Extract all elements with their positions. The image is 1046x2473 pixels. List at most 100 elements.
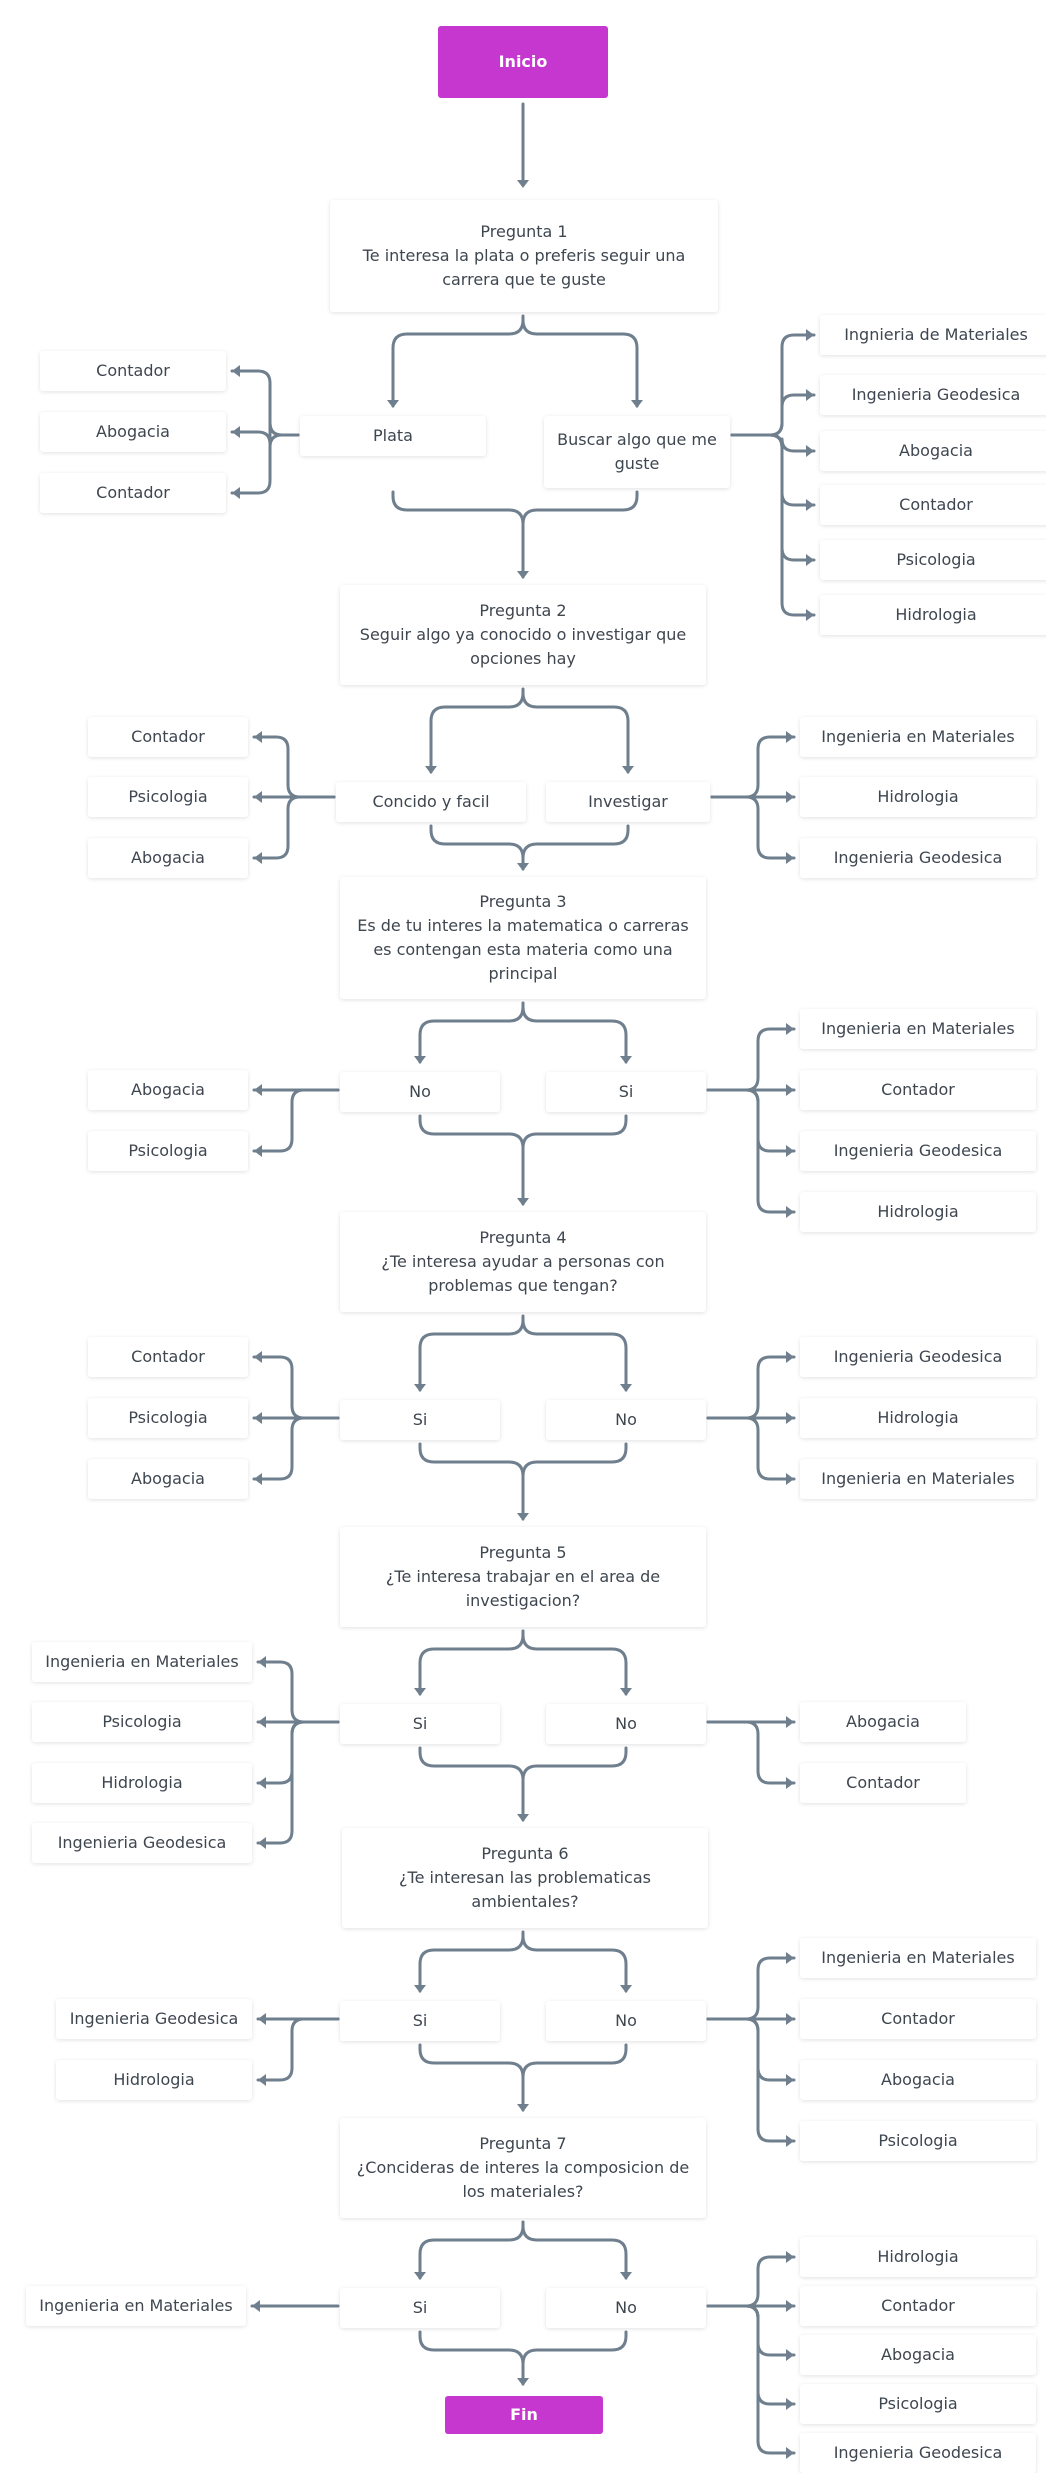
q3-right-fan-arrow-0 — [786, 1023, 794, 1035]
q6-left-result-1: Hidrologia — [56, 2060, 252, 2100]
q4-split-right-arrow — [620, 1384, 632, 1392]
q1-right-result-4: Psicologia — [820, 540, 1046, 580]
q5-choice-right: No — [546, 1704, 706, 1744]
q1-split-left-arrow — [387, 400, 399, 408]
q3-merge-right — [521, 1114, 628, 1150]
q3-right-result-1: Contador — [800, 1070, 1036, 1110]
q7-split-left — [418, 2220, 525, 2280]
q5-left-fan-link-0 — [256, 1660, 340, 1724]
q7-merge-arrow — [517, 2378, 529, 2386]
q3-left-result-1: Psicologia — [88, 1131, 248, 1171]
q2-left-fan-arrow-2 — [254, 852, 262, 864]
q6-right-result-3: Psicologia — [800, 2121, 1036, 2161]
q7-right-fan-arrow-0 — [786, 2251, 794, 2263]
q4-right-fan-arrow-0 — [786, 1351, 794, 1363]
q2-right-result-1: Hidrologia — [800, 777, 1036, 817]
question-7: Pregunta 7 ¿Concideras de interes la com… — [340, 2118, 706, 2218]
q1-left-result-0: Contador — [40, 351, 226, 391]
q2-split-right — [521, 691, 630, 774]
q3-right-fan-link-3 — [706, 1088, 796, 1214]
q1-right-result-2: Abogacia — [820, 431, 1046, 471]
q6-right-result-1: Contador — [800, 1999, 1036, 2039]
q4-right-fan-link-0 — [706, 1355, 796, 1420]
q7-right-fan-link-0 — [706, 2255, 796, 2308]
q7-right-result-4: Ingenieria Geodesica — [800, 2433, 1036, 2473]
q6-right-result-0: Ingenieria en Materiales — [800, 1938, 1036, 1978]
q1-left-result-2: Contador — [40, 473, 226, 513]
q3-right-result-3: Hidrologia — [800, 1192, 1036, 1232]
q2-choice-right: Investigar — [546, 782, 710, 822]
q3-split-left-arrow — [414, 1056, 426, 1064]
q2-right-fan-arrow-1 — [786, 791, 794, 803]
q3-right-fan-link-2 — [706, 1088, 796, 1153]
q4-left-result-0: Contador — [88, 1337, 248, 1377]
q4-split-left-arrow — [414, 1384, 426, 1392]
q5-left-fan-arrow-1 — [258, 1716, 266, 1728]
q6-left-fan-arrow-1 — [258, 2074, 266, 2086]
q1-merge-arrow — [517, 571, 529, 579]
q3-left-result-0: Abogacia — [88, 1070, 248, 1110]
q1-choice-right: Buscar algo que me guste — [544, 416, 730, 488]
q6-right-fan-arrow-3 — [786, 2135, 794, 2147]
q5-split-left-arrow — [414, 1688, 426, 1696]
q1-choice-left: Plata — [300, 416, 486, 456]
q1-split-right — [521, 318, 639, 408]
q7-choice-right: No — [546, 2288, 706, 2328]
q1-right-result-1: Ingenieria Geodesica — [820, 375, 1046, 415]
q7-left-fan-arrow-0 — [252, 2300, 260, 2312]
q7-merge-right — [521, 2330, 628, 2366]
q2-choice-left: Concido y facil — [336, 782, 526, 822]
q5-split-left — [418, 1629, 525, 1696]
q7-merge-left — [418, 2330, 525, 2386]
q6-merge-left — [418, 2043, 525, 2112]
question-6: Pregunta 6 ¿Te interesan las problematic… — [342, 1828, 708, 1928]
q4-left-fan-arrow-0 — [254, 1351, 262, 1363]
q6-left-result-0: Ingenieria Geodesica — [56, 1999, 252, 2039]
q7-split-right-arrow — [620, 2272, 632, 2280]
q6-split-left-arrow — [414, 1985, 426, 1993]
q2-split-right-arrow — [622, 766, 634, 774]
q3-left-fan-arrow-1 — [254, 1145, 262, 1157]
q6-right-fan-arrow-0 — [786, 1952, 794, 1964]
q6-right-fan-link-2 — [706, 2017, 796, 2082]
q5-left-fan-arrow-0 — [258, 1656, 266, 1668]
q7-right-fan-arrow-2 — [786, 2349, 794, 2361]
q1-right-fan-link-2 — [730, 433, 816, 453]
q3-split-right-arrow — [620, 1056, 632, 1064]
q6-right-fan-link-0 — [706, 1956, 796, 2021]
q6-choice-right: No — [546, 2001, 706, 2041]
q1-right-fan-arrow-5 — [806, 609, 814, 621]
q1-right-fan-link-1 — [730, 393, 816, 437]
start-node: Inicio — [438, 26, 608, 98]
q5-left-fan-link-2 — [256, 1720, 340, 1785]
q4-right-result-2: Ingenieria en Materiales — [800, 1459, 1036, 1499]
q6-split-right — [521, 1934, 628, 1993]
q5-left-fan-arrow-3 — [258, 1837, 266, 1849]
q5-merge-arrow — [517, 1814, 529, 1822]
q4-merge-right — [521, 1442, 628, 1478]
q7-right-result-0: Hidrologia — [800, 2237, 1036, 2277]
q6-merge-arrow — [517, 2104, 529, 2112]
q4-split-left — [418, 1314, 525, 1392]
q3-merge-left — [418, 1114, 525, 1206]
q3-right-result-2: Ingenieria Geodesica — [800, 1131, 1036, 1171]
q5-left-result-3: Ingenieria Geodesica — [32, 1823, 252, 1863]
q3-right-result-0: Ingenieria en Materiales — [800, 1009, 1036, 1049]
q3-split-right — [521, 1005, 628, 1064]
q7-right-fan-arrow-4 — [786, 2447, 794, 2459]
q6-split-left — [418, 1930, 525, 1993]
q7-right-result-3: Psicologia — [800, 2384, 1036, 2424]
q1-left-fan-arrow-1 — [232, 426, 240, 438]
q4-left-result-1: Psicologia — [88, 1398, 248, 1438]
q1-right-fan-arrow-0 — [806, 329, 814, 341]
q2-split-left — [429, 687, 525, 774]
q4-left-fan-link-2 — [252, 1416, 340, 1481]
q5-right-result-1: Contador — [800, 1763, 966, 1803]
q3-left-fan-link-1 — [252, 1088, 340, 1153]
q1-left-fan-arrow-0 — [232, 365, 240, 377]
q7-right-result-2: Abogacia — [800, 2335, 1036, 2375]
q2-merge-right — [521, 824, 630, 860]
q4-right-fan-arrow-1 — [786, 1412, 794, 1424]
q3-split-left — [418, 1001, 525, 1064]
q7-right-fan-arrow-3 — [786, 2398, 794, 2410]
